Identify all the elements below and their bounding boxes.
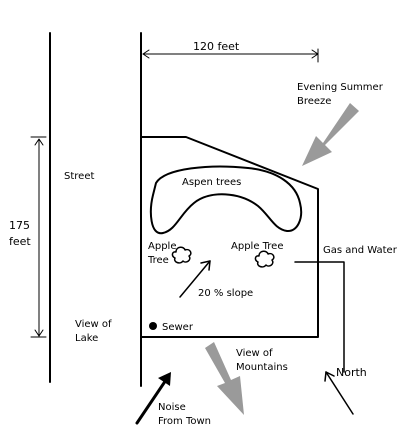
- mountains-view-label-line2: Mountains: [236, 362, 288, 373]
- street-label: Street: [64, 171, 94, 182]
- noise-label-line2: From Town: [158, 416, 211, 427]
- height-dimension-label-number: 175: [9, 219, 30, 232]
- apple-tree-right-label: Apple Tree: [231, 241, 283, 252]
- apple-tree-left-label-line1: Apple: [148, 241, 176, 252]
- lot-boundary: [140, 136, 319, 338]
- breeze-arrow: [302, 103, 359, 166]
- aspen-trees-label: Aspen trees: [182, 177, 241, 188]
- apple-tree-right-icon: [254, 250, 275, 268]
- apple-tree-left-label-line2: Tree: [147, 255, 169, 266]
- slope-label: 20 % slope: [198, 288, 253, 299]
- gas-water-line: [294, 261, 345, 373]
- width-dimension-label: 120 feet: [193, 40, 240, 53]
- north-arrow: [324, 371, 354, 415]
- height-dimension: [4, 136, 47, 338]
- mountains-view-label-line1: View of: [236, 348, 273, 359]
- width-dimension: [142, 48, 319, 63]
- height-dimension-label-unit: feet: [9, 235, 31, 248]
- slope-arrow: [179, 260, 211, 298]
- lake-view-label-line1: View of: [75, 319, 112, 330]
- apple-tree-left-icon: [171, 246, 192, 264]
- breeze-label-line1: Evening Summer: [297, 82, 384, 93]
- noise-arrow: [135, 372, 171, 425]
- north-label: North: [336, 366, 367, 379]
- aspen-trees-outline: [149, 165, 303, 235]
- noise-label-line1: Noise: [158, 402, 186, 413]
- mountains-view-arrow: [205, 342, 244, 415]
- sewer-marker: [149, 322, 157, 330]
- breeze-label-line2: Breeze: [297, 96, 331, 107]
- gas-water-label: Gas and Water: [323, 245, 398, 256]
- lake-view-label-line2: Lake: [75, 333, 98, 344]
- sewer-label: Sewer: [162, 322, 194, 333]
